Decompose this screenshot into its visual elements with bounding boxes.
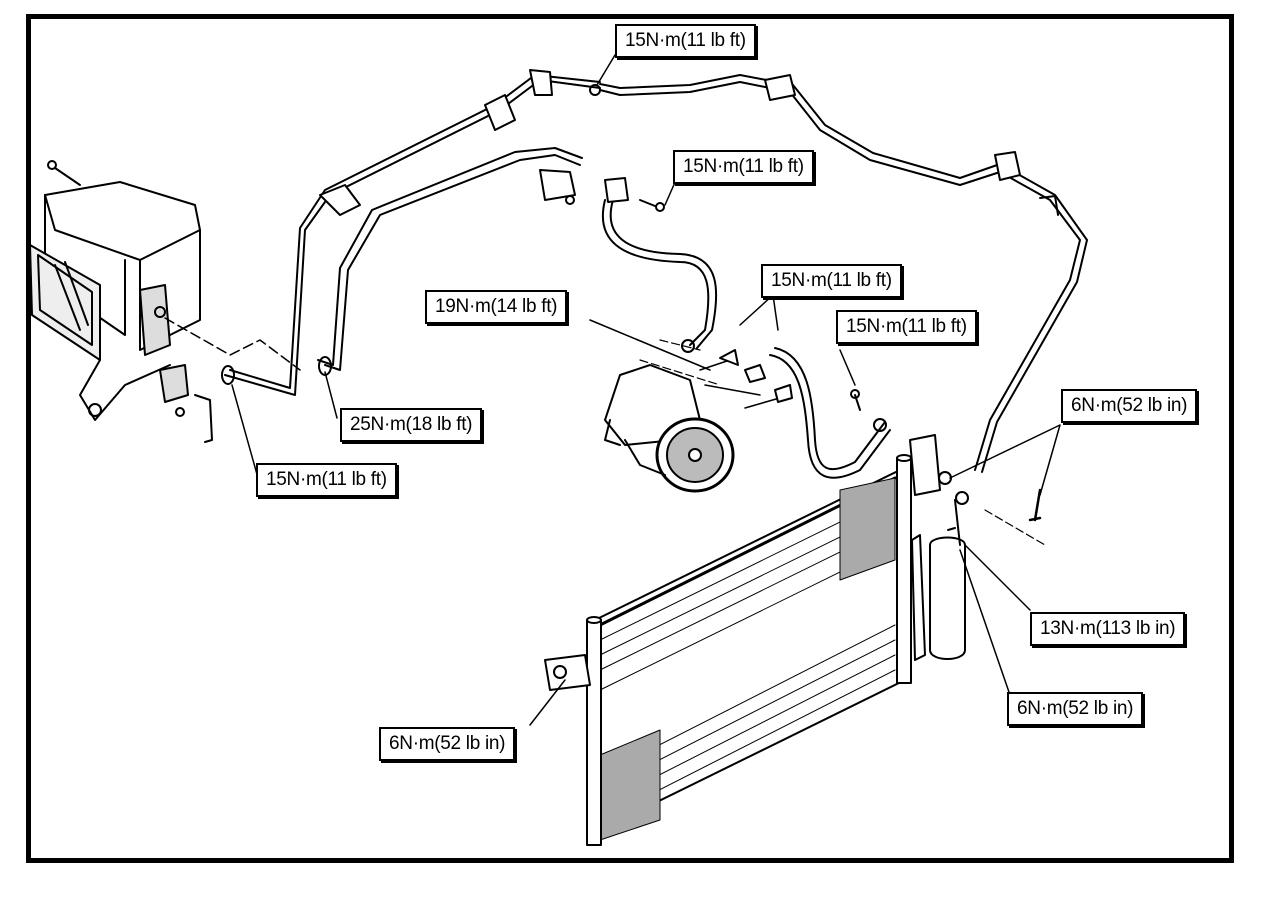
torque-label-top-line-fitting: 15N·m(11 lb ft): [615, 24, 756, 58]
torque-label-condenser-left-bolt: 6N·m(52 lb in): [379, 727, 516, 761]
receiver-drier: [911, 488, 1046, 661]
torque-label-drier-fitting: 13N·m(113 lb in): [1030, 612, 1186, 646]
suction-hose: [317, 147, 583, 376]
evaporator-housing: [29, 160, 301, 443]
liquid-line: [221, 69, 601, 396]
torque-label-evaporator-liquid-fitting: 15N·m(11 lb ft): [256, 463, 397, 497]
leader-lines: [231, 54, 1061, 726]
torque-label-compressor-manifold-bolt: 15N·m(11 lb ft): [761, 264, 902, 298]
torque-label-drier-bracket-bolt: 6N·m(52 lb in): [1007, 692, 1144, 726]
torque-label-compressor-mount-bolt: 19N·m(14 lb ft): [425, 290, 568, 324]
compressor: [604, 339, 793, 493]
torque-label-suction-line-fitting: 25N·m(18 lb ft): [340, 408, 483, 442]
high-pressure-line: [589, 74, 1088, 473]
torque-label-condenser-outlet-bolt: 6N·m(52 lb in): [1061, 389, 1198, 423]
condenser-inlet-hose: [769, 347, 891, 479]
torque-label-condenser-inlet-bolt: 15N·m(11 lb ft): [836, 310, 977, 344]
discharge-hose: [601, 177, 718, 353]
torque-label-compressor-hose-bolt: 15N·m(11 lb ft): [673, 150, 814, 184]
condenser: [544, 434, 952, 846]
